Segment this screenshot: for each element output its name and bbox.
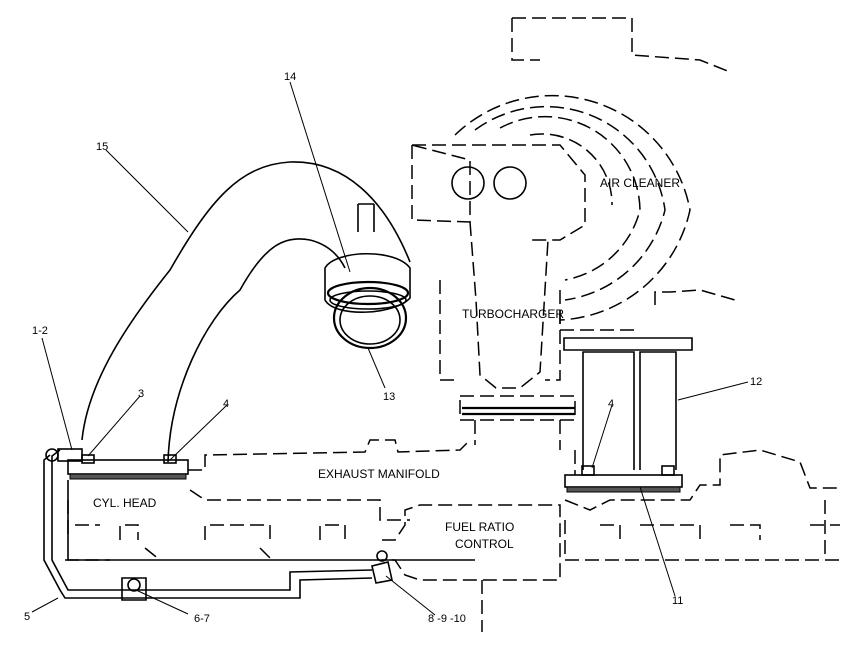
exhaust-manifold-label: EXHAUST MANIFOLD xyxy=(318,467,440,481)
fuel-ratio-label: FUEL RATIO xyxy=(445,520,514,534)
elbow-12 xyxy=(563,337,693,470)
callout-4-left: 4 xyxy=(223,398,229,410)
callout-12: 12 xyxy=(750,376,762,388)
bolt-4-left xyxy=(163,454,177,464)
callout-1-2: 1-2 xyxy=(32,325,48,337)
callout-14: 14 xyxy=(284,71,296,83)
callout-13: 13 xyxy=(383,391,395,403)
callout-6-7: 6-7 xyxy=(194,613,210,625)
fuel-line xyxy=(43,448,393,601)
cyl-head-label: CYL. HEAD xyxy=(93,496,157,510)
callout-3: 3 xyxy=(138,388,144,400)
callout-4-right: 4 xyxy=(608,398,614,410)
callout-5: 5 xyxy=(24,611,30,623)
bolt-3 xyxy=(81,454,95,464)
callout-15: 15 xyxy=(96,141,108,153)
engine-block xyxy=(65,439,840,561)
bolt-4-right-b xyxy=(661,465,675,476)
leader-lines xyxy=(31,81,749,616)
control-label: CONTROL xyxy=(455,537,514,551)
callout-11: 11 xyxy=(672,595,683,607)
bolt-4-right xyxy=(581,465,595,476)
air-cleaner-label: AIR CLEANER xyxy=(600,176,680,190)
fuel-ratio-control xyxy=(382,504,561,632)
bolts xyxy=(81,454,675,476)
callout-8-9-10: 8 -9 -10 xyxy=(428,613,466,625)
turbocharger xyxy=(411,144,586,450)
turbocharger-label: TURBOCHARGER xyxy=(462,307,564,321)
exhaust-pipe xyxy=(81,161,411,463)
